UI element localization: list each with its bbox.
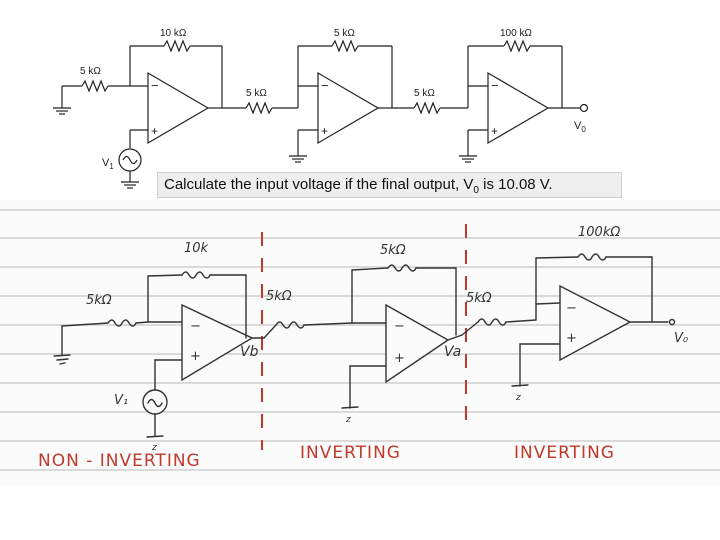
note-label-ground-1: z <box>151 443 157 453</box>
caption-stage-2: INVERTING <box>300 443 401 463</box>
note-label-plus-1: + <box>190 349 201 364</box>
stage-1-feedback-resistor <box>129 39 223 108</box>
caption-stage-3: INVERTING <box>514 443 615 463</box>
label-r-feedback-2: 5 kΩ <box>334 28 355 39</box>
printed-labels: 5 kΩ 10 kΩ 5 kΩ 5 kΩ 5 kΩ 100 kΩ − + − +… <box>80 28 586 171</box>
stage-2-op-amp <box>289 71 392 163</box>
question-text: Calculate the input voltage if the final… <box>157 172 622 198</box>
note-label-node-b: Vb <box>240 344 259 360</box>
note-label-output: V₀ <box>674 331 689 346</box>
note-label-r-feedback-2: 5kΩ <box>380 243 406 258</box>
note-stage-2-feedback-resistor <box>351 264 457 336</box>
note-label-plus-3: + <box>566 331 577 346</box>
note-stage-2-op-amp <box>341 303 463 409</box>
note-stage-3-input-resistor <box>461 318 537 336</box>
stage-1-op-amp <box>130 71 222 145</box>
note-stage-2-input-resistor <box>263 321 353 339</box>
label-plus-3: + <box>491 124 498 138</box>
label-output: V0 <box>574 120 586 134</box>
note-label-ground-2: z <box>345 415 351 425</box>
voltage-source <box>118 130 142 189</box>
label-r-feedback-3: 100 kΩ <box>500 28 532 39</box>
note-label-node-a: Va <box>444 344 461 360</box>
stage-3-op-amp <box>459 71 589 163</box>
stage-2-input-resistor <box>222 101 298 115</box>
note-label-r-feedback-1: 10k <box>184 241 209 256</box>
note-stage-3-op-amp <box>511 284 676 387</box>
stage-dividers <box>261 224 467 450</box>
note-label-r-in-1: 5kΩ <box>86 293 112 308</box>
note-label-plus-2: + <box>394 351 405 366</box>
label-r-in-1: 5 kΩ <box>80 66 101 77</box>
label-r-in-2: 5 kΩ <box>246 88 267 99</box>
stage-3-input-resistor <box>392 101 468 115</box>
printed-schematic <box>53 39 589 189</box>
handwritten-labels: 5kΩ 10k 5kΩ 5kΩ 5kΩ 100kΩ V₁ Vb Va V₀ z … <box>86 225 689 453</box>
stage-captions: NON - INVERTING INVERTING INVERTING <box>38 443 615 471</box>
note-stage-3-feedback-resistor <box>535 253 653 323</box>
notebook-photo: 5kΩ 10k 5kΩ 5kΩ 5kΩ 100kΩ V₁ Vb Va V₀ z … <box>0 200 720 485</box>
note-label-r-feedback-3: 100kΩ <box>578 225 620 240</box>
note-label-r-in-3: 5kΩ <box>466 291 492 306</box>
note-stage-1-op-amp <box>147 303 265 387</box>
note-stage-1-feedback-resistor <box>147 271 247 339</box>
label-r-in-3: 5 kΩ <box>414 88 435 99</box>
note-label-minus-1: − <box>190 319 201 334</box>
ground-symbol <box>53 86 71 115</box>
note-label-source: V₁ <box>114 393 128 408</box>
label-source: V1 <box>102 157 114 171</box>
label-r-feedback-1: 10 kΩ <box>160 28 187 39</box>
note-label-ground-3: z <box>515 393 521 403</box>
label-plus-2: + <box>321 124 328 138</box>
label-minus-2: − <box>321 78 329 93</box>
label-minus-3: − <box>491 78 499 93</box>
note-label-minus-3: − <box>566 301 577 316</box>
note-stage-1-input-resistor <box>53 319 149 365</box>
stage-2-feedback-resistor <box>297 39 393 108</box>
handwritten-schematic <box>53 253 676 438</box>
stage-3-feedback-resistor <box>467 39 563 108</box>
note-voltage-source <box>142 385 168 438</box>
caption-stage-1: NON - INVERTING <box>38 451 201 471</box>
stage-1-input-resistor <box>62 79 130 93</box>
note-label-minus-2: − <box>394 319 405 334</box>
label-plus-1: + <box>151 124 158 138</box>
label-minus-1: − <box>151 78 159 93</box>
note-label-r-in-2: 5kΩ <box>266 289 292 304</box>
